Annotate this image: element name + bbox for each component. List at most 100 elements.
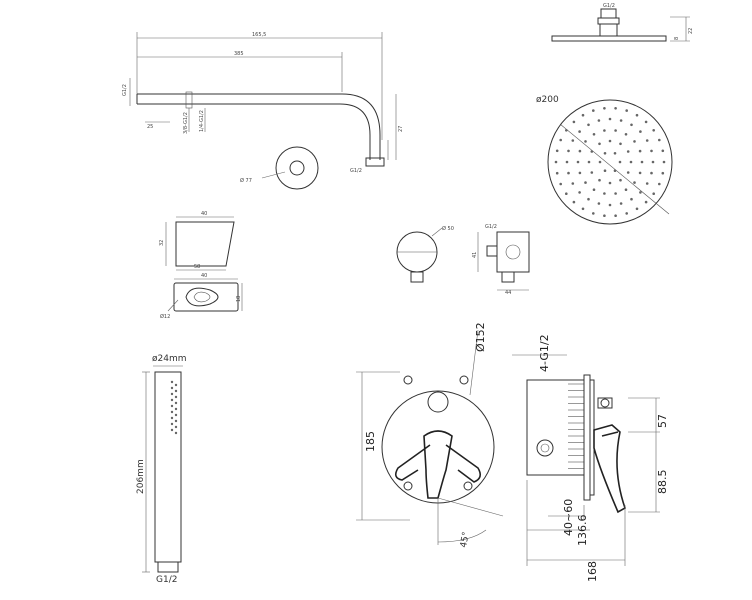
spray-hole [170,404,174,408]
nozzle-dot [614,107,617,110]
handshower-length-label: 206mm [136,459,146,494]
spray-hole [170,416,174,420]
nozzle-dot [633,140,636,143]
holder-d2-label: 18 [236,296,242,302]
nozzle-dot [619,178,622,182]
spray-hole [174,413,178,417]
nozzle-dot [640,160,644,164]
nozzle-dot [625,212,628,215]
spray-hole [174,425,178,429]
shower-head-nozzles [554,107,666,217]
head-height-label: 22 [688,28,694,34]
wall-flange-drawing: Ø 77 [240,146,319,190]
elbow-thread-label: G1/2 [485,224,497,230]
nozzle-dot [587,197,590,201]
nozzle-dot [614,129,617,132]
nozzle-dot [651,160,655,164]
spray-hole [170,386,174,390]
nozzle-dot [592,133,596,136]
nozzle-dot [635,113,639,117]
mixer-angle-label: 45° [459,531,472,548]
nozzle-dot [590,171,594,174]
nozzle-dot [608,139,612,143]
arm-total-length-label: 165,5 [252,32,266,38]
side-57-label: 57 [656,414,669,428]
nozzle-dot [555,149,559,153]
nozzle-dot [661,149,665,153]
arm-inner-length-label: 385 [234,51,244,57]
mixer-side-fins [568,383,584,469]
nozzle-dot [603,169,607,172]
nozzle-dot [584,140,587,143]
nozzle-dot [578,191,581,194]
mixer-side-view: 4-G1/2 57 88.5 40~60 136.6 168 [512,334,669,582]
nozzle-dot [619,202,623,205]
nozzle-dot [619,142,622,146]
nozzle-dot [567,149,570,153]
nozzle-dot [626,150,630,153]
shower-arm-drawing: 165,5 385 G1/2 3/8-G1/2 1/4-G1/2 25 27 G… [122,32,404,174]
nozzle-dot [590,150,594,153]
spray-hole [174,407,178,411]
nozzle-dot [603,107,606,110]
nozzle-dot [565,129,568,132]
spray-hole [170,428,174,432]
nozzle-dot [597,119,601,122]
spray-hole [170,392,174,396]
side-88-5-label: 88.5 [656,470,669,495]
nozzle-dot [652,192,655,195]
nozzle-dot [652,129,655,132]
nozzle-dot [630,197,633,201]
nozzle-dot [603,214,606,217]
nozzle-dot [608,117,612,121]
handshower-spray-holes [170,380,178,435]
spray-hole [170,422,174,426]
elbow-height-label: 41 [472,252,478,258]
nozzle-dot [578,171,582,175]
nozzle-dot [592,212,595,215]
nozzle-dot [598,160,602,164]
elbow-width-label: 44 [505,290,511,296]
holder-d3-label: Ø12 [160,313,170,320]
nozzle-dot [554,160,558,164]
spray-hole [170,380,174,384]
holder-height-label: 32 [159,240,165,246]
nozzle-dot [572,120,576,124]
nozzle-dot [584,181,587,184]
arm-thread-label: G1/2 [122,84,128,96]
nozzle-dot [608,203,612,207]
arm-tip-thread-label: G1/2 [350,168,362,174]
spray-hole [174,419,178,423]
nozzle-dot [625,109,628,112]
nozzle-dot [630,123,633,127]
head-diameter-label: ø200 [536,95,559,105]
arm-height-label: 27 [398,126,404,132]
side-168-label: 168 [586,561,599,582]
nozzle-dot [565,160,569,164]
spray-hole [174,431,178,435]
spray-hole [174,401,178,405]
elbow-diameter-label: Ø 50 [442,225,454,232]
shower-head-side-view: G1/2 22 8 [551,3,694,42]
head-small-label: 8 [674,37,680,40]
flange-diameter-label: Ø 77 [240,177,252,184]
spray-hole [174,395,178,399]
nozzle-dot [578,149,582,153]
nozzle-dot [662,160,666,164]
nozzle-dot [658,182,661,186]
nozzle-dot [598,178,601,182]
nozzle-dot [597,202,601,205]
nozzle-dot [638,149,642,153]
nozzle-dot [572,200,576,204]
nozzle-dot [567,171,570,175]
nozzle-dot [587,123,590,127]
nozzle-dot [639,191,642,194]
nozzle-dot [565,192,568,195]
nozzle-dot [618,160,622,164]
nozzle-dot [559,138,562,142]
nozzle-dot [571,182,575,185]
spray-hole [170,410,174,414]
nozzle-dot [661,171,665,175]
nozzle-dot [581,207,585,211]
